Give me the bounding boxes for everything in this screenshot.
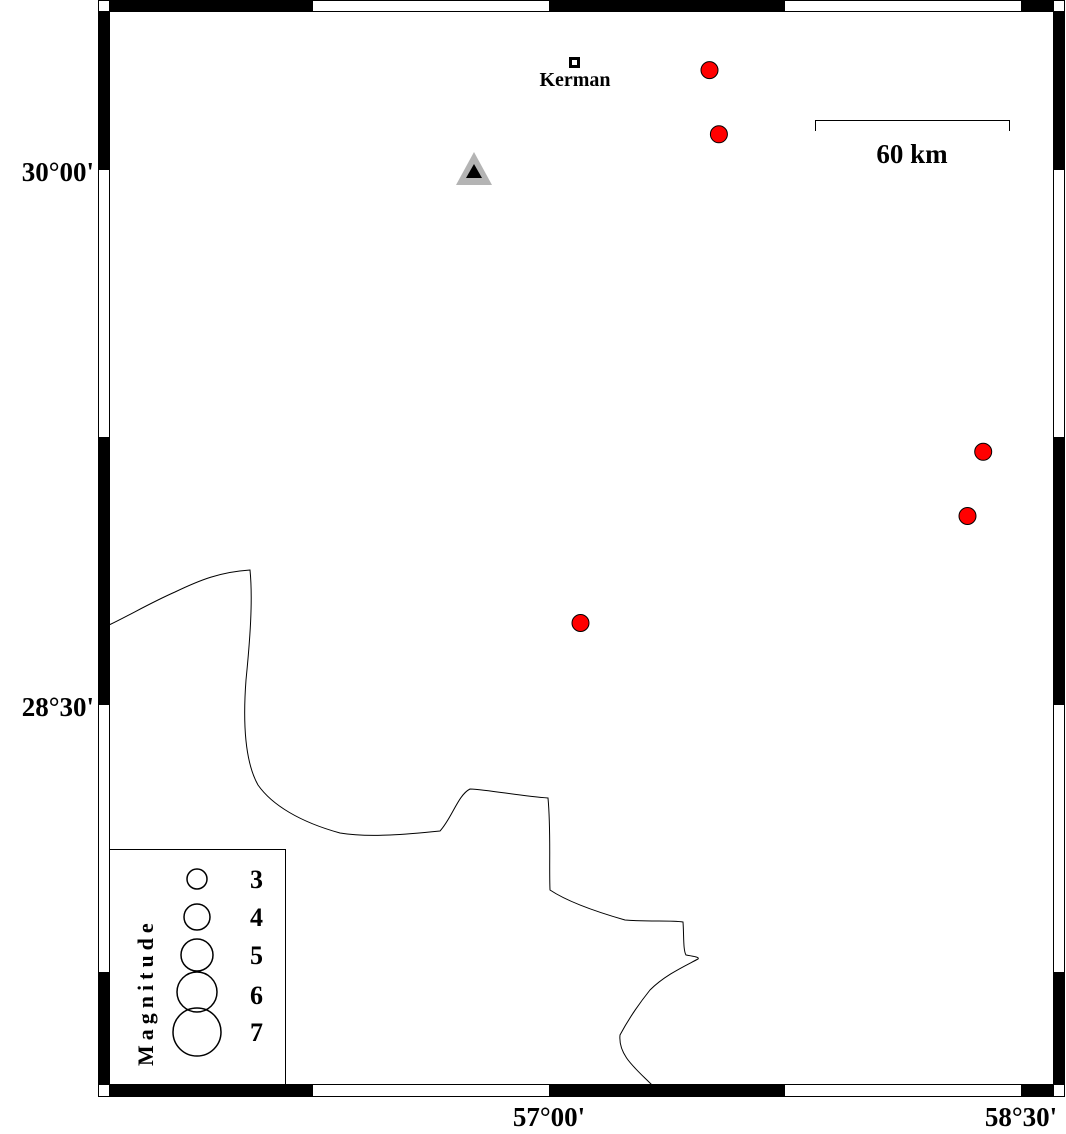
legend-label-7: 7 <box>250 1018 263 1047</box>
lat-label-28-30: 28°30' <box>22 692 94 722</box>
earthquake-event-1 <box>700 61 719 80</box>
lat-label-30: 30°00' <box>22 157 94 187</box>
city-kerman: Kerman <box>539 57 611 91</box>
station-triangle-icon <box>456 152 492 185</box>
legend-title: Magnitude <box>133 918 158 1066</box>
magnitude-legend: Magnitude 3 4 5 6 7 <box>109 849 286 1085</box>
scale-bar-label: 60 km <box>876 139 948 169</box>
lon-label-58-30: 58°30' <box>985 1102 1057 1132</box>
legend-label-5: 5 <box>250 941 263 970</box>
legend-circle-4 <box>183 903 211 931</box>
earthquake-event-5 <box>571 614 590 632</box>
earthquake-event-2 <box>709 125 728 144</box>
legend-circle-7 <box>172 1007 222 1057</box>
legend-circle-5 <box>180 938 214 972</box>
border-line <box>108 569 699 1086</box>
legend-label-4: 4 <box>250 903 263 932</box>
events-layer <box>571 61 993 632</box>
legend-circle-6 <box>176 971 218 1013</box>
legend-label-3: 3 <box>250 865 263 894</box>
earthquake-event-4 <box>958 507 977 525</box>
lon-label-57: 57°00' <box>513 1102 585 1132</box>
earthquake-event-3 <box>974 442 993 461</box>
scale-bar: 60 km <box>815 120 1010 169</box>
city-square-icon <box>569 57 580 68</box>
city-label: Kerman <box>539 69 610 91</box>
legend-circle-3 <box>186 868 208 890</box>
legend-label-6: 6 <box>250 981 263 1010</box>
